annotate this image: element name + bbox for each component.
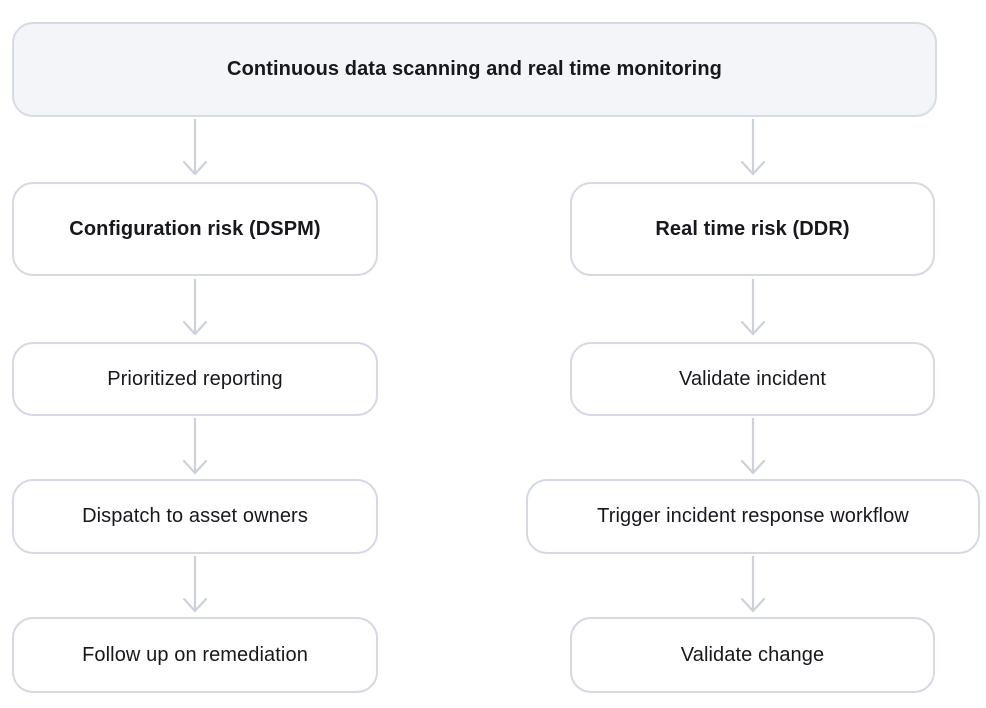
node-configuration-risk-dspm: Configuration risk (DSPM) xyxy=(12,182,378,276)
arrow-down-icon xyxy=(740,418,766,475)
arrow-down-icon xyxy=(182,556,208,613)
arrow-down-icon xyxy=(182,279,208,336)
node-label: Follow up on remediation xyxy=(82,643,308,666)
node-label: Real time risk (DDR) xyxy=(655,217,850,240)
node-follow-up-on-remediation: Follow up on remediation xyxy=(12,617,378,693)
arrow-down-icon xyxy=(740,119,766,176)
node-label: Continuous data scanning and real time m… xyxy=(227,58,722,80)
arrow-down-icon xyxy=(182,418,208,475)
node-label: Prioritized reporting xyxy=(107,367,283,390)
node-label: Trigger incident response workflow xyxy=(597,505,909,527)
node-dispatch-to-asset-owners: Dispatch to asset owners xyxy=(12,479,378,554)
node-label: Validate incident xyxy=(679,367,826,390)
node-trigger-incident-response-workflow: Trigger incident response workflow xyxy=(526,479,980,554)
node-prioritized-reporting: Prioritized reporting xyxy=(12,342,378,416)
node-label: Validate change xyxy=(680,643,825,666)
node-label: Dispatch to asset owners xyxy=(82,505,308,527)
node-real-time-risk-ddr: Real time risk (DDR) xyxy=(570,182,935,276)
arrow-down-icon xyxy=(182,119,208,176)
node-validate-incident: Validate incident xyxy=(570,342,935,416)
arrow-down-icon xyxy=(740,556,766,613)
node-label: Configuration risk (DSPM) xyxy=(69,217,321,240)
node-validate-change: Validate change xyxy=(570,617,935,693)
node-continuous-scanning: Continuous data scanning and real time m… xyxy=(12,22,937,117)
arrow-down-icon xyxy=(740,279,766,336)
